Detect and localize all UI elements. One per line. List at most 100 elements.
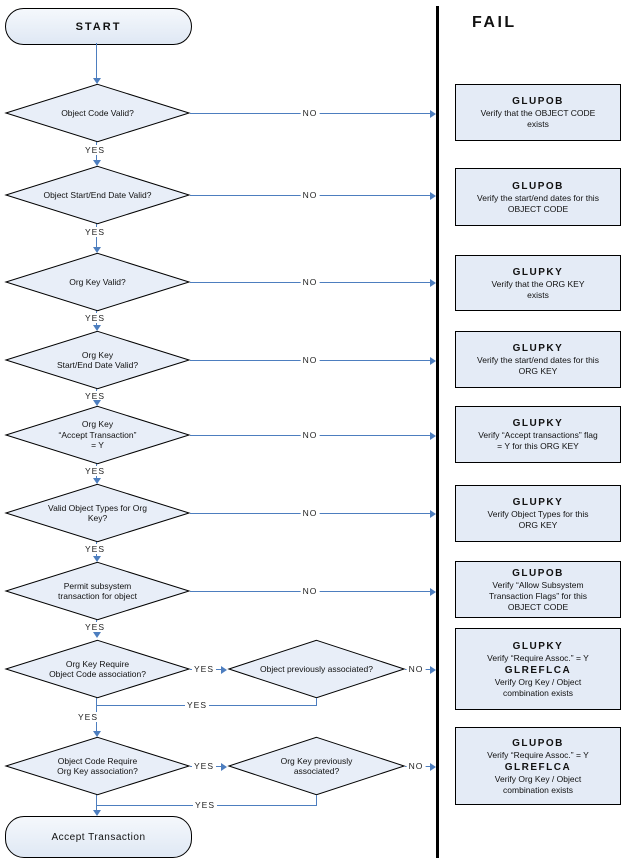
decision-org-key-accept-transaction: Org Key “Accept Transaction” = Y [5,406,190,464]
connector-d9-end [96,795,97,810]
decision-label: Org Key Start/End Date Valid? [56,349,139,371]
yes-label: YES [82,544,108,554]
yes-label: YES [82,313,108,323]
fail-box-body: Verify “Accept transactions” flag = Y fo… [478,430,598,451]
yes-label: YES [82,466,108,476]
diamond-shape-icon [5,737,190,795]
diamond-shape-icon [228,737,405,795]
no-label: NO [406,761,426,771]
decision-label: Valid Object Types for Org Key? [48,502,147,524]
fail-box-title: GLUPKY [512,343,564,354]
arrowhead-down-icon [93,78,101,84]
diamond-shape-icon [5,84,190,142]
end-label: Accept Transaction [51,831,146,843]
fail-box-title: GLUPOB [512,567,564,579]
connector-d9b-return-down [316,795,317,805]
no-label: NO [300,190,320,200]
decision-label: Object Start/End Date Valid? [43,189,152,200]
arrowhead-down-icon [93,160,101,166]
diamond-shape-icon [5,640,190,698]
diamond-shape-icon [5,166,190,224]
arrowhead-right-icon [430,763,436,771]
decision-valid-object-types: Valid Object Types for Org Key? [5,484,190,542]
arrowhead-down-icon [93,400,101,406]
fail-box-title: GLUPOB [512,737,564,749]
connector-start-d1 [96,43,97,78]
arrowhead-right-icon [430,510,436,518]
no-label: NO [300,430,320,440]
yes-label: YES [75,712,101,722]
decision-object-dates-valid: Object Start/End Date Valid? [5,166,190,224]
decision-org-key-require-assoc: Org Key Require Object Code association? [5,640,190,698]
arrowhead-down-icon [93,556,101,562]
decision-label: Org Key Require Object Code association? [49,658,146,680]
fail-box-title-2: GLREFLCA [504,664,572,676]
end-terminator: Accept Transaction [5,816,192,858]
fail-box-body: Verify that the OBJECT CODE exists [480,108,596,129]
arrowhead-right-icon [430,110,436,118]
arrowhead-down-icon [93,325,101,331]
connector-d8b-return-down [316,698,317,706]
fail-box-glupob-subsystem-flags: GLUPOB Verify “Allow Subsystem Transacti… [455,561,621,618]
decision-label: Org Key previously associated? [280,755,353,777]
fail-box-title: GLUPOB [512,96,564,107]
fail-box-body: Verify the start/end dates for this ORG … [477,355,599,376]
no-label: NO [300,508,320,518]
arrowhead-down-icon [93,810,101,816]
fail-box-body: Verify “Require Assoc.” = Y [487,749,589,760]
fail-box-glupky-org-key-exists: GLUPKY Verify that the ORG KEY exists [455,255,621,311]
fail-box-body: Verify Object Types for this ORG KEY [487,509,589,530]
diamond-shape-icon [5,406,190,464]
diamond-shape-icon [228,640,405,698]
fail-box-title: GLUPKY [512,418,564,429]
diamond-shape-icon [5,562,190,620]
decision-permit-subsystem-transaction: Permit subsystem transaction for object [5,562,190,620]
diamond-shape-icon [5,331,190,389]
yes-label: YES [192,800,218,810]
no-label: NO [300,277,320,287]
fail-box-glupky-accept-flag: GLUPKY Verify “Accept transactions” flag… [455,406,621,463]
fail-divider-line [436,6,439,858]
arrowhead-down-icon [93,478,101,484]
decision-org-key-dates-valid: Org Key Start/End Date Valid? [5,331,190,389]
fail-box-body-2: Verify Org Key / Object combination exis… [494,676,582,698]
yes-label: YES [82,145,108,155]
decision-object-code-valid: Object Code Valid? [5,84,190,142]
fail-box-title-2: GLREFLCA [504,761,572,773]
no-label: NO [300,108,320,118]
decision-label: Org Key “Accept Transaction” = Y [58,419,137,451]
fail-box-glupob-object-dates: GLUPOB Verify the start/end dates for th… [455,168,621,226]
decision-object-code-require-assoc: Object Code Require Org Key association? [5,737,190,795]
no-label: NO [406,664,426,674]
yes-label: YES [82,622,108,632]
decision-label: Object Code Valid? [61,107,134,118]
fail-box-body: Verify “Allow Subsystem Transaction Flag… [489,579,587,612]
arrowhead-down-icon [93,731,101,737]
fail-box-glupky-object-types: GLUPKY Verify Object Types for this ORG … [455,485,621,542]
decision-label: Org Key Valid? [69,276,126,287]
decision-object-previously-associated: Object previously associated? [228,640,405,698]
arrowhead-down-icon [93,632,101,638]
arrowhead-right-icon [430,432,436,440]
diamond-shape-icon [5,253,190,311]
fail-box-body: Verify that the ORG KEY exists [491,278,585,300]
fail-box-title: GLUPKY [512,497,564,508]
diamond-shape-icon [5,484,190,542]
fail-box-body: Verify the start/end dates for this OBJE… [477,192,599,214]
arrowhead-right-icon [430,357,436,365]
fail-box-glupob-require-assoc: GLUPOB Verify “Require Assoc.” = Y GLREF… [455,727,621,805]
arrowhead-right-icon [221,763,227,771]
no-label: NO [300,355,320,365]
no-label: NO [300,586,320,596]
fail-box-title: GLUPKY [512,640,564,652]
fail-box-body-2: Verify Org Key / Object combination exis… [494,773,582,795]
yes-label: YES [191,761,217,771]
start-label: START [75,20,122,33]
yes-label: YES [82,391,108,401]
arrowhead-down-icon [93,247,101,253]
arrowhead-right-icon [430,279,436,287]
decision-org-key-valid: Org Key Valid? [5,253,190,311]
fail-box-body: Verify “Require Assoc.” = Y [487,652,589,663]
arrowhead-right-icon [430,588,436,596]
